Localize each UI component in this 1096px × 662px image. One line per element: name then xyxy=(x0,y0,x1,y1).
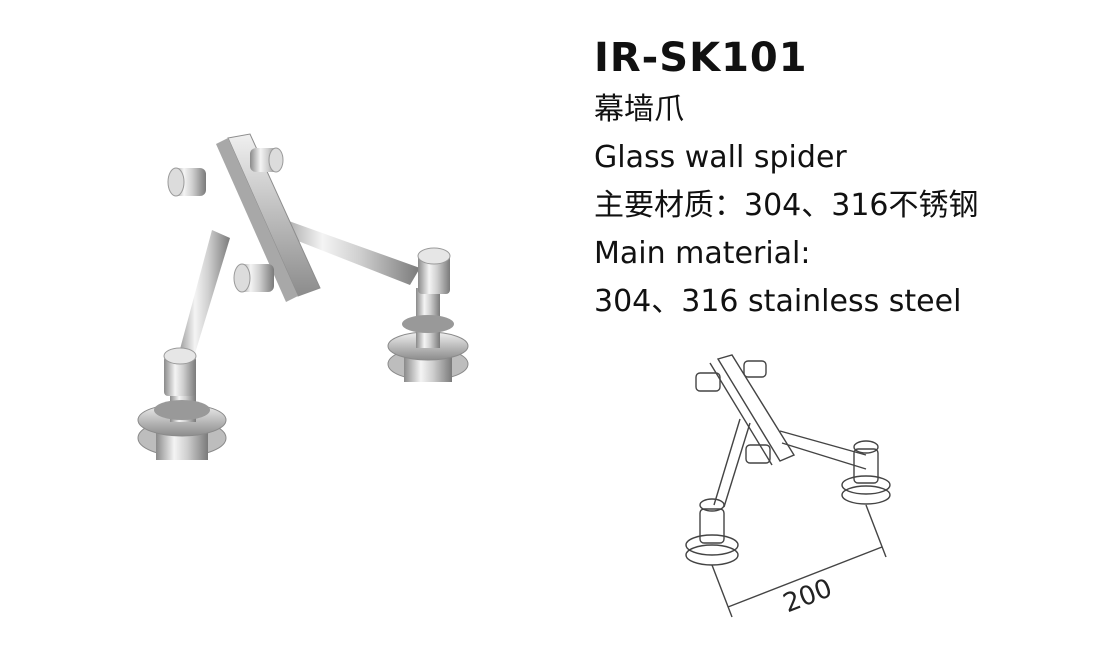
routel-right xyxy=(387,247,469,382)
dimension-extension-right xyxy=(865,504,887,558)
drawing-routel-right xyxy=(841,440,891,505)
product-name-zh: 幕墙爪 xyxy=(594,92,684,127)
material-zh: 主要材质：304、316不锈钢 xyxy=(594,188,979,223)
material-en-value: 304、316 stainless steel xyxy=(594,284,962,319)
plate-bolt-top xyxy=(167,167,206,197)
spider-arm-left xyxy=(176,230,230,370)
product-info: IR-SK101 幕墙爪 Glass wall spider 主要材质：304、… xyxy=(594,30,979,326)
drawing-bolt-2 xyxy=(743,360,767,378)
drawing-routel-left xyxy=(685,498,739,566)
spider-arm-right xyxy=(270,220,420,285)
technical-drawing: 200 xyxy=(685,354,891,619)
spider-center-plate xyxy=(227,133,321,297)
product-name-en: Glass wall spider xyxy=(594,140,847,175)
plate-bolt-bottom xyxy=(233,263,274,293)
product-model: IR-SK101 xyxy=(594,35,808,81)
routel-left xyxy=(137,347,227,460)
dimension-extension-left xyxy=(711,564,733,618)
product-photo xyxy=(137,133,469,460)
plate-bolt-right xyxy=(250,147,284,173)
material-en-label: Main material: xyxy=(594,236,811,271)
drawing-bolt-1 xyxy=(695,372,721,392)
dimension-line xyxy=(727,546,883,608)
drawing-plate xyxy=(716,354,796,462)
dimension-label: 200 xyxy=(779,573,836,619)
drawing-bolt-3 xyxy=(745,444,771,464)
